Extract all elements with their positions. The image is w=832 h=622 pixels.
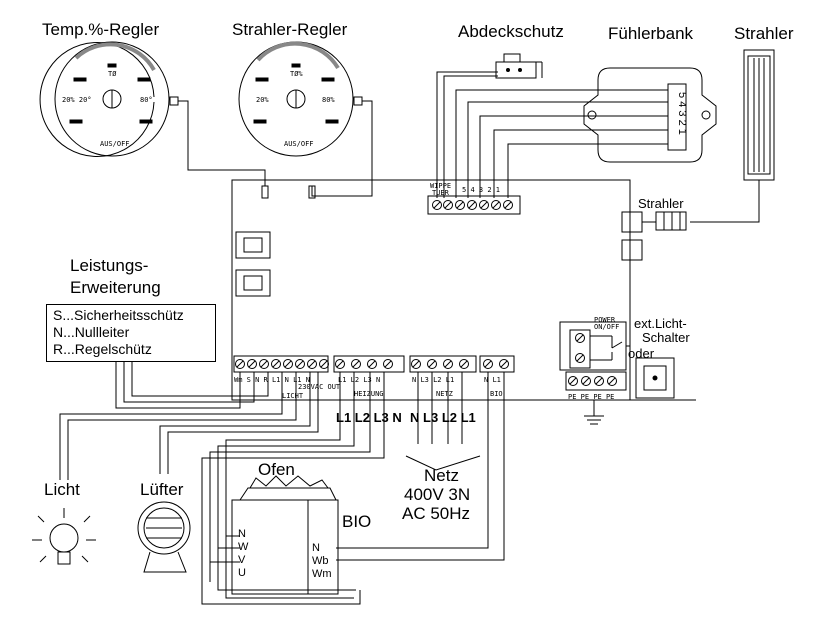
terminal-screw bbox=[335, 359, 345, 369]
net-wire-labels: N L3 L2 L1 bbox=[410, 410, 476, 425]
terminal-screw bbox=[607, 376, 617, 386]
temp-dial-right-label: 80° bbox=[140, 96, 153, 104]
terminal-screw bbox=[432, 200, 442, 210]
netz-voltage: 400V 3N bbox=[404, 485, 471, 504]
heizung-group-label: HEIZUNG bbox=[354, 390, 384, 398]
heating-wire-labels: L1 L2 L3 N bbox=[336, 410, 402, 425]
ext-licht-label-2: Schalter bbox=[642, 330, 690, 345]
pe-term-labels: PE PE PE PE bbox=[568, 393, 615, 401]
bio-term: N bbox=[312, 542, 320, 554]
ofen-term: N bbox=[238, 528, 246, 540]
fuehler-term-labels: 5 4 3 2 1 bbox=[676, 92, 688, 135]
terminal-screw bbox=[271, 359, 281, 369]
terminal-screw bbox=[483, 359, 493, 369]
bio-group-label: BIO bbox=[490, 390, 503, 398]
terminal-screw bbox=[235, 359, 245, 369]
terminal-screw bbox=[367, 359, 377, 369]
heizung-term-labels: L1 L2 L3 N bbox=[338, 376, 381, 384]
terminal-screw bbox=[295, 359, 305, 369]
strahler-dial-bottom-label: AUS/OFF bbox=[284, 140, 314, 148]
abdeckschutz-switch bbox=[495, 53, 543, 79]
ext-light-switch bbox=[635, 357, 675, 399]
oder-label: oder bbox=[628, 346, 655, 361]
terminal-screw bbox=[383, 359, 393, 369]
netz-group-label: NETZ bbox=[436, 390, 453, 398]
netz-title: Netz bbox=[424, 466, 459, 485]
temp-dial-top-label: TØ bbox=[108, 70, 117, 78]
leistung-title-2: Erweiterung bbox=[70, 278, 161, 297]
fuehlerbank-title: Fühlerbank bbox=[608, 24, 694, 43]
temp-dial-left-label: 20% 20° bbox=[62, 96, 92, 104]
netz-term-labels: N L3 L2 L1 bbox=[412, 376, 455, 384]
strahler-title: Strahler bbox=[734, 24, 794, 43]
bio-term-labels-ofen: N Wb Wm bbox=[312, 542, 332, 581]
bio-term: Wb bbox=[312, 555, 329, 567]
terminal-screw bbox=[467, 200, 477, 210]
ofen-term: V bbox=[238, 554, 246, 566]
strahler-dial-right-label: 80% bbox=[322, 96, 335, 104]
legend-item: S...Sicherheitsschütz bbox=[53, 307, 184, 323]
temp-regler-title: Temp.%-Regler bbox=[42, 20, 160, 39]
fuehlerbank-sensor bbox=[583, 67, 717, 163]
luefter-title: Lüfter bbox=[140, 480, 184, 499]
terminal-screw bbox=[443, 359, 453, 369]
strahler-connector-label: Strahler bbox=[638, 196, 684, 211]
legend-item: N...Nullleiter bbox=[53, 324, 130, 340]
ofen-term-labels: N W V U bbox=[238, 528, 248, 580]
ofen-heater bbox=[231, 475, 339, 595]
licht-out-label: 230VAC OUT bbox=[298, 383, 341, 391]
terminal-screw bbox=[568, 376, 578, 386]
strahler-dial-top-label: TØ% bbox=[290, 70, 303, 78]
ext-licht-label-1: ext.Licht- bbox=[634, 316, 687, 331]
legend-box: S...Sicherheitsschütz N...Nullleiter R..… bbox=[46, 304, 216, 362]
fan-icon bbox=[137, 501, 191, 573]
terminal-screw bbox=[283, 359, 293, 369]
sensor-term-labels: 5 4 3 2 1 bbox=[462, 186, 500, 194]
legend-item: R...Regelschütz bbox=[53, 341, 152, 357]
strahler-regler-dial bbox=[238, 41, 363, 157]
terminal-screw bbox=[443, 200, 453, 210]
wippe-label: WIPPE bbox=[430, 182, 452, 190]
strahler-heater bbox=[743, 49, 775, 181]
terminal-screw bbox=[499, 359, 509, 369]
tuer-label: TUER bbox=[432, 189, 449, 197]
terminal-screw bbox=[247, 359, 257, 369]
terminal-screw bbox=[503, 200, 513, 210]
terminal-screw bbox=[575, 333, 585, 343]
terminal-screw bbox=[319, 359, 329, 369]
power-label: POWER bbox=[594, 316, 616, 324]
bio-term: Wm bbox=[312, 568, 332, 580]
terminal-screw bbox=[594, 376, 604, 386]
terminal-screw bbox=[581, 376, 591, 386]
terminal-screw bbox=[427, 359, 437, 369]
terminal-screw bbox=[575, 353, 585, 363]
temp-dial-bottom-label: AUS/OFF bbox=[100, 140, 130, 148]
terminal-screw bbox=[491, 200, 501, 210]
netz-frequency: AC 50Hz bbox=[402, 504, 471, 523]
terminal-screw bbox=[479, 200, 489, 210]
abdeckschutz-title: Abdeckschutz bbox=[458, 22, 564, 41]
bio-term-labels: N L1 bbox=[484, 376, 501, 384]
licht-term-labels: Wm S N R L1 N L1 N bbox=[234, 376, 310, 384]
terminal-screw bbox=[351, 359, 361, 369]
light-bulb-icon bbox=[32, 508, 96, 565]
terminal-screw bbox=[259, 359, 269, 369]
strahler-regler-title: Strahler-Regler bbox=[232, 20, 348, 39]
strahler-dial-left-label: 20% bbox=[256, 96, 269, 104]
ofen-title: Ofen bbox=[258, 460, 295, 479]
licht-group-label: LICHT bbox=[282, 392, 304, 400]
terminal-screw bbox=[307, 359, 317, 369]
power-onoff-label: ON/OFF bbox=[594, 323, 620, 331]
terminal-screw bbox=[411, 359, 421, 369]
leistung-title-1: Leistungs- bbox=[70, 256, 149, 275]
ofen-term: W bbox=[238, 541, 249, 553]
terminal-screw bbox=[455, 200, 465, 210]
terminal-screw bbox=[459, 359, 469, 369]
bio-title: BIO bbox=[342, 512, 372, 531]
licht-title: Licht bbox=[44, 480, 80, 499]
ofen-term: U bbox=[238, 567, 246, 579]
